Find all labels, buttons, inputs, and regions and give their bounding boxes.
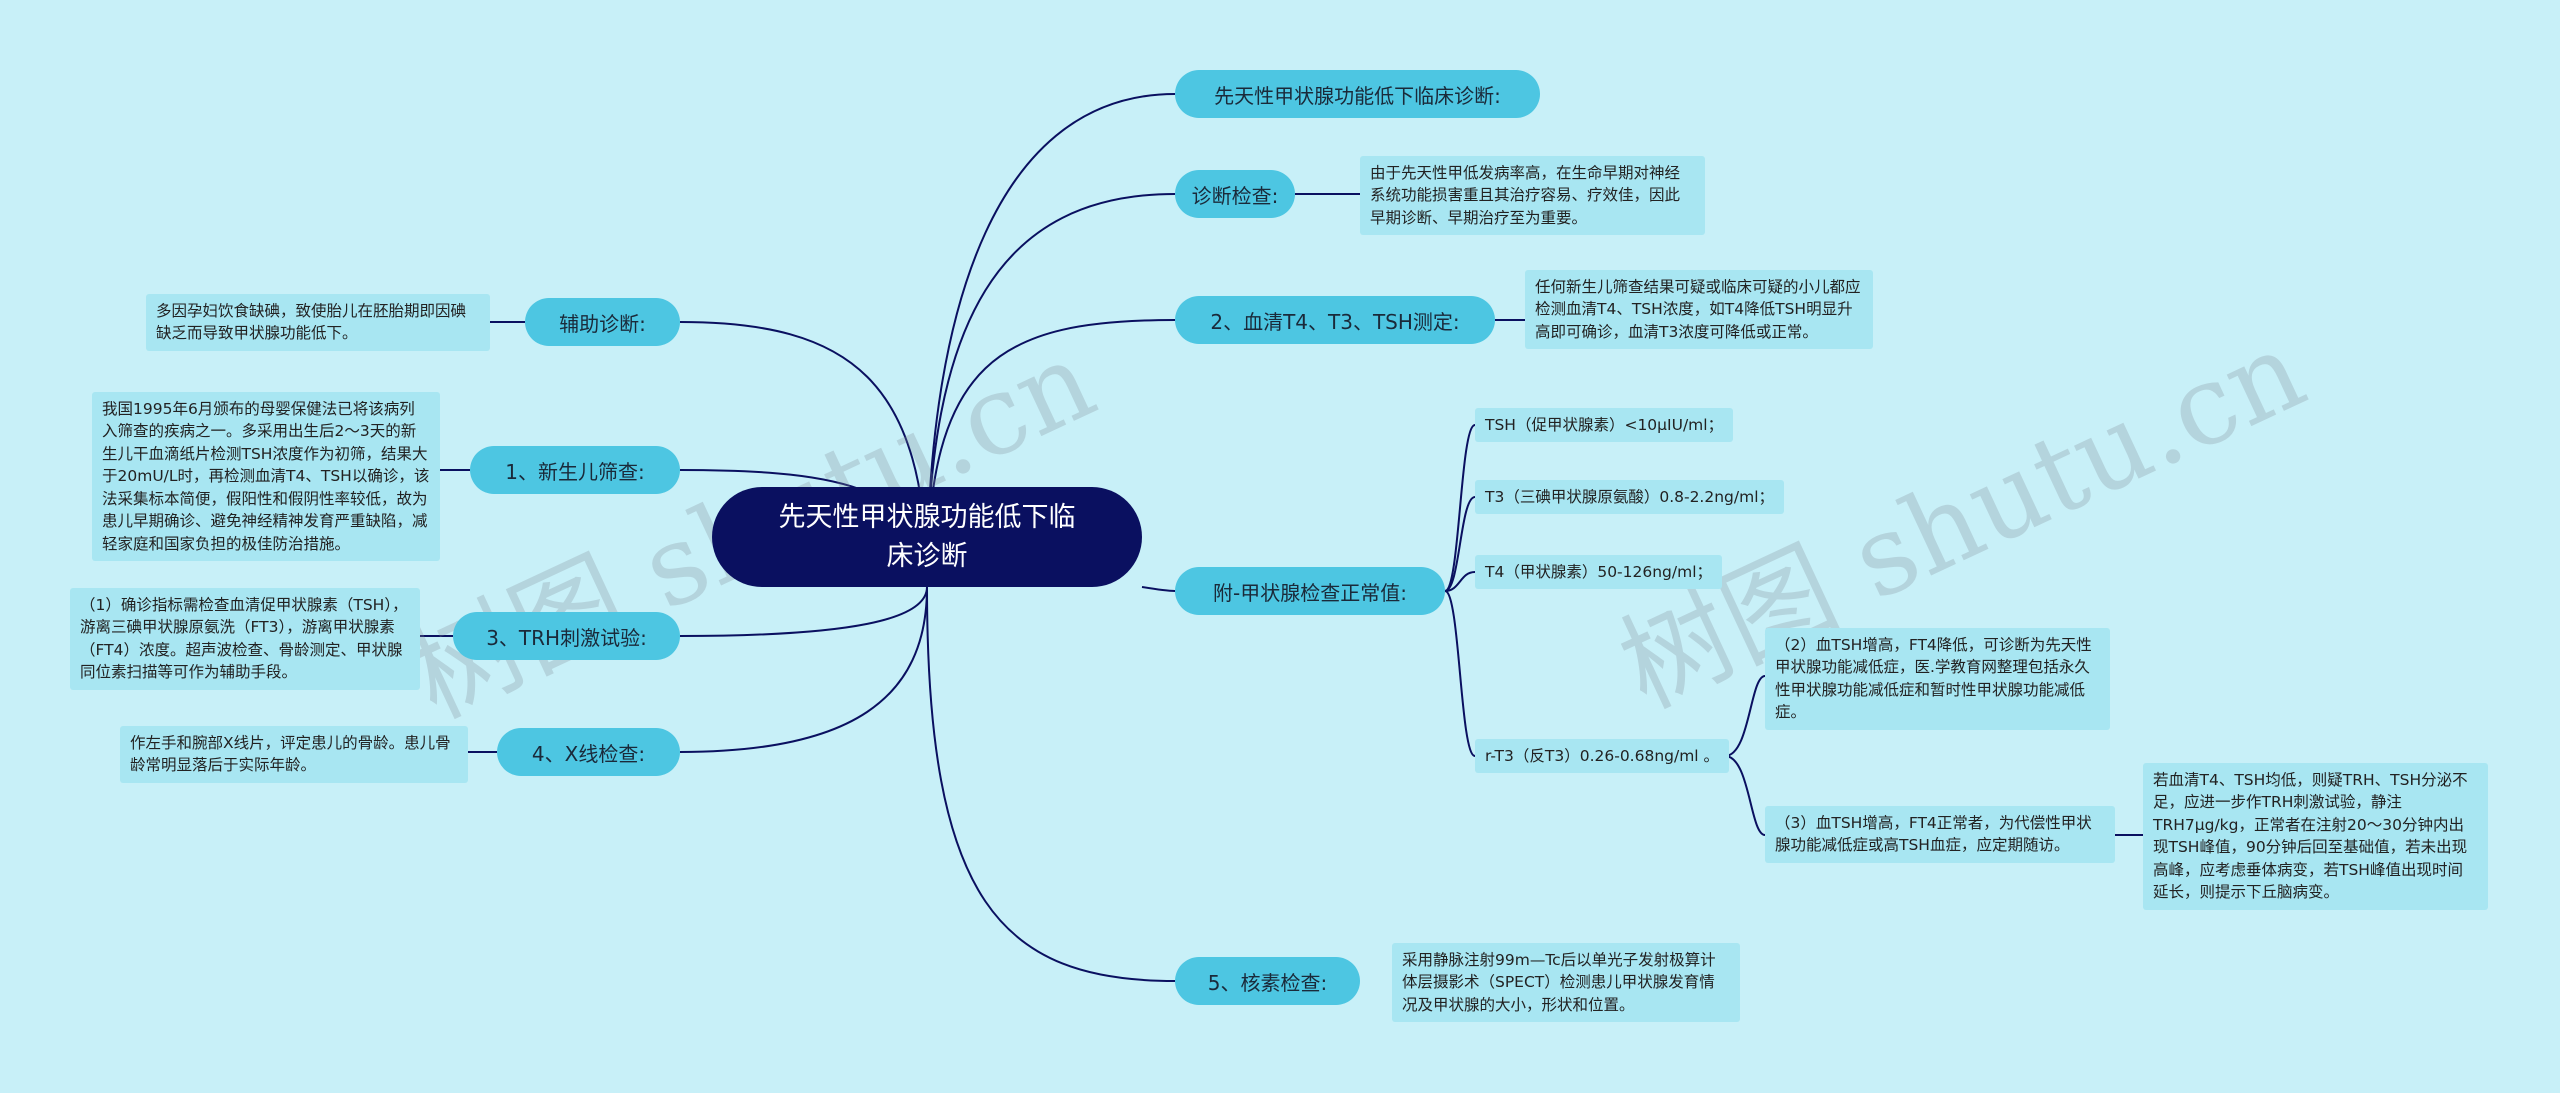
note-xray-exam: 作左手和腕部X线片，评定患儿的骨龄。患儿骨龄常明显落后于实际年龄。 [120, 726, 468, 783]
branch-serum-test[interactable]: 2、血清T4、T3、TSH测定: [1175, 296, 1495, 344]
note-trh-stimulation: （1）确诊指标需检查血清促甲状腺素（TSH），游离三碘甲状腺原氨洗（FT3），游… [70, 588, 420, 690]
branch-newborn-screening[interactable]: 1、新生儿筛查: [470, 446, 680, 494]
branch-clinical-diagnosis[interactable]: 先天性甲状腺功能低下临床诊断: [1175, 70, 1540, 118]
branch-normal-values[interactable]: 附-甲状腺检查正常值: [1175, 567, 1445, 615]
branch-nuclide-exam[interactable]: 5、核素检查: [1175, 957, 1360, 1005]
subnote-tsh-high-ft4-normal: （3）血TSH增高，FT4正常者，为代偿性甲状腺功能减低症或高TSH血症，应定期… [1765, 806, 2115, 863]
note-newborn-screening: 我国1995年6月颁布的母婴保健法已将该病列入筛查的疾病之一。多采用出生后2～3… [92, 392, 440, 562]
note-auxiliary-diagnosis: 多因孕妇饮食缺碘，致使胎儿在胚胎期即因碘缺乏而导致甲状腺功能低下。 [146, 294, 490, 351]
item-rt3: r-T3（反T3）0.26-0.68ng/ml 。 [1475, 739, 1730, 774]
branch-diagnostic-exam[interactable]: 诊断检查: [1175, 170, 1295, 218]
item-t3: T3（三碘甲状腺原氨酸）0.8-2.2ng/ml； [1475, 480, 1785, 515]
note-serum-test: 任何新生儿筛查结果可疑或临床可疑的小儿都应检测血清T4、TSH浓度，如T4降低T… [1525, 270, 1873, 350]
note-nuclide-exam: 采用静脉注射99m—Tc后以单光子发射极算计体层摄影术（SPECT）检测患儿甲状… [1392, 943, 1740, 1023]
note-diagnostic-exam: 由于先天性甲低发病率高，在生命早期对神经系统功能损害重且其治疗容易、疗效佳，因此… [1360, 156, 1705, 236]
subnote-tsh-high-ft4-low: （2）血TSH增高，FT4降低，可诊断为先天性甲状腺功能减低症，医.学教育网整理… [1765, 628, 2110, 730]
branch-auxiliary-diagnosis[interactable]: 辅助诊断: [525, 298, 680, 346]
note-trh-test-detail: 若血清T4、TSH均低，则疑TRH、TSH分泌不足，应进一步作TRH刺激试验，静… [2143, 763, 2488, 910]
item-t4: T4（甲状腺素）50-126ng/ml； [1475, 555, 1723, 590]
item-tsh: TSH（促甲状腺素）<10μIU/ml； [1475, 408, 1734, 443]
root-node[interactable]: 先天性甲状腺功能低下临床诊断 [712, 487, 1142, 587]
branch-trh-stimulation[interactable]: 3、TRH刺激试验: [453, 612, 680, 660]
branch-xray-exam[interactable]: 4、X线检查: [497, 728, 680, 776]
